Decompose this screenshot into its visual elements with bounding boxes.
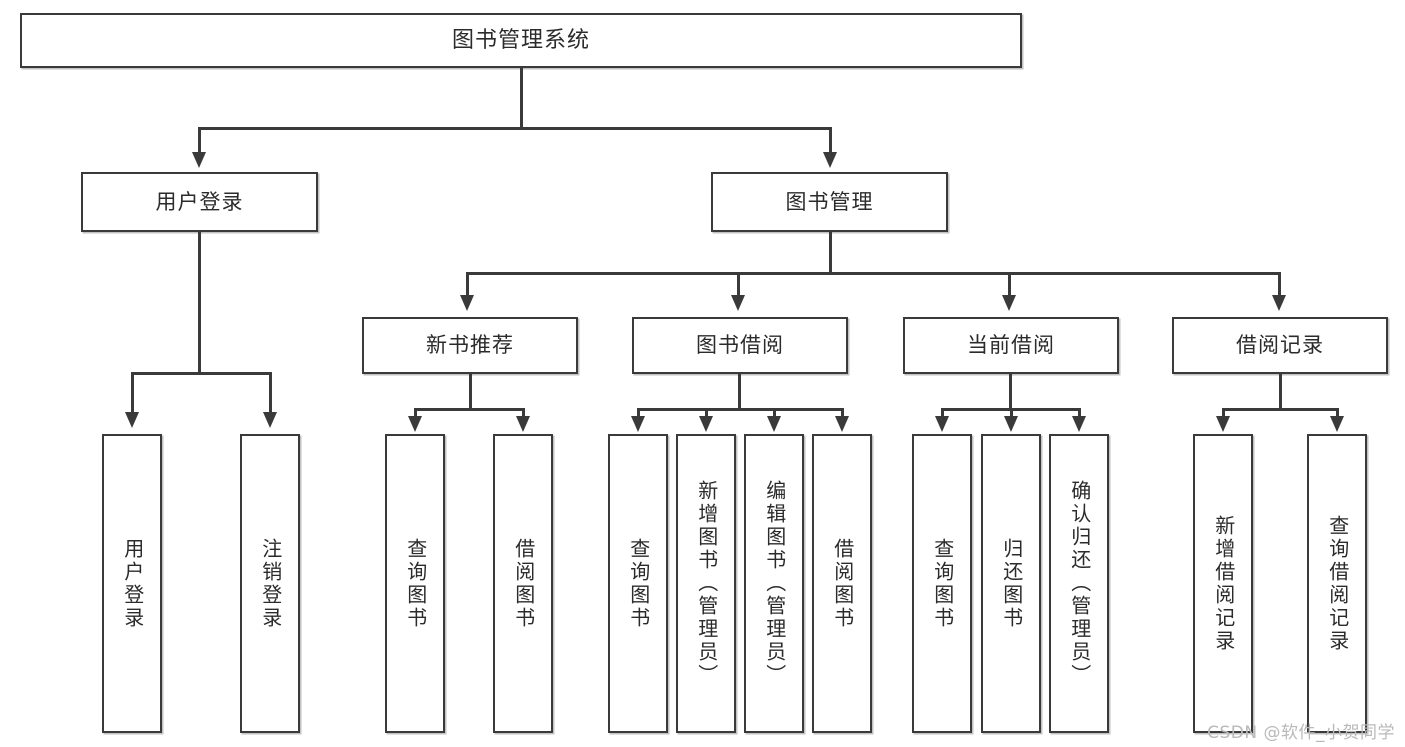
node-label: 查询图书	[403, 537, 428, 630]
node-label: 用户登录	[120, 537, 145, 630]
node-label: 注销登录	[258, 537, 283, 630]
arrowhead-book-borrow	[731, 295, 745, 311]
arrowhead-borrow-record-leaf-2	[1330, 416, 1344, 432]
leaf-new-book-query[interactable]: 查询图书	[385, 434, 445, 733]
arrowhead-current-borrow-leaf-1	[935, 416, 949, 432]
connector-root-to-book-manage	[829, 127, 832, 154]
leaf-book-borrow-edit[interactable]: 编辑图书（管理员）	[744, 434, 804, 733]
leaf-user-login-login[interactable]: 用户登录	[102, 434, 162, 733]
connector-book-borrow-drop-2	[705, 408, 708, 420]
arrowhead-current-borrow	[1002, 295, 1016, 311]
node-book-manage[interactable]: 图书管理	[711, 172, 948, 232]
leaf-current-borrow-return[interactable]: 归还图书	[981, 434, 1041, 733]
connector-current-borrow-drop-2	[1010, 408, 1013, 420]
connector-to-book-borrow	[737, 272, 740, 297]
arrowhead-book-borrow-leaf-1	[631, 416, 645, 432]
node-label: 借阅图书	[511, 537, 536, 630]
connector-new-book-drop-1	[414, 408, 417, 420]
connector-current-borrow-stem	[1009, 374, 1012, 408]
leaf-borrow-record-add[interactable]: 新增借阅记录	[1193, 434, 1253, 733]
csdn-watermark: CSDN @软件_小贺同学	[1207, 723, 1395, 743]
arrowhead-borrow-record	[1272, 295, 1286, 311]
node-user-login[interactable]: 用户登录	[81, 172, 318, 232]
connector-book-manage-bus	[466, 272, 1280, 275]
node-book-borrow[interactable]: 图书借阅	[632, 317, 848, 374]
leaf-book-borrow-query[interactable]: 查询图书	[608, 434, 668, 733]
arrowhead-current-borrow-leaf-2	[1004, 416, 1018, 432]
arrowhead-new-book-leaf-2	[516, 416, 530, 432]
arrowhead-current-borrow-leaf-3	[1072, 416, 1086, 432]
connector-book-manage-stem	[829, 232, 832, 272]
node-root-system[interactable]: 图书管理系统	[20, 13, 1022, 68]
node-borrow-record[interactable]: 借阅记录	[1172, 317, 1388, 374]
connector-root-bus	[198, 127, 832, 130]
connector-user-login-stem	[198, 232, 201, 372]
connector-current-borrow-drop-1	[941, 408, 944, 420]
arrowhead-new-book	[460, 295, 474, 311]
node-label: 查询借阅记录	[1325, 514, 1350, 653]
node-label: 确认归还（管理员）	[1067, 480, 1092, 687]
node-label: 新增图书（管理员）	[694, 480, 719, 687]
node-label: 图书管理	[785, 189, 874, 214]
connector-new-book-drop-2	[522, 408, 525, 420]
node-label: 查询图书	[626, 537, 651, 630]
node-label: 借阅记录	[1236, 333, 1324, 358]
arrowhead-book-manage	[823, 152, 837, 168]
node-label: 新书推荐	[426, 333, 514, 358]
arrowhead-new-book-leaf-1	[408, 416, 422, 432]
connector-root-to-user-login	[198, 127, 201, 154]
arrowhead-leaf-user-login-1	[125, 412, 139, 428]
leaf-user-login-logout[interactable]: 注销登录	[240, 434, 300, 733]
node-label: 查询图书	[930, 537, 955, 630]
arrowhead-user-login	[192, 152, 206, 168]
connector-user-login-drop-1	[131, 372, 134, 414]
leaf-current-borrow-confirm[interactable]: 确认归还（管理员）	[1049, 434, 1109, 733]
connector-new-book-bus	[414, 408, 524, 411]
leaf-borrow-record-query[interactable]: 查询借阅记录	[1307, 434, 1367, 733]
connector-borrow-record-drop-1	[1222, 408, 1225, 420]
connector-user-login-bus	[131, 372, 269, 375]
node-label: 用户登录	[155, 189, 244, 214]
leaf-book-borrow-lend[interactable]: 借阅图书	[812, 434, 872, 733]
connector-book-borrow-drop-3	[773, 408, 776, 420]
connector-root-stem	[520, 68, 523, 127]
leaf-new-book-borrow[interactable]: 借阅图书	[493, 434, 553, 733]
connector-to-borrow-record	[1278, 272, 1281, 297]
connector-borrow-record-stem	[1279, 374, 1282, 408]
arrowhead-leaf-user-login-2	[263, 412, 277, 428]
node-new-book-recommend[interactable]: 新书推荐	[362, 317, 578, 374]
node-label: 借阅图书	[830, 537, 855, 630]
node-label: 新增借阅记录	[1211, 514, 1236, 653]
connector-borrow-record-bus	[1222, 408, 1338, 411]
node-current-borrow[interactable]: 当前借阅	[903, 317, 1119, 374]
arrowhead-book-borrow-leaf-2	[699, 416, 713, 432]
connector-to-current-borrow	[1008, 272, 1011, 297]
node-label: 归还图书	[999, 537, 1024, 630]
leaf-book-borrow-add[interactable]: 新增图书（管理员）	[676, 434, 736, 733]
connector-book-borrow-bus	[637, 408, 843, 411]
connector-book-borrow-drop-4	[841, 408, 844, 420]
node-label: 图书借阅	[696, 333, 784, 358]
node-label: 编辑图书（管理员）	[762, 480, 787, 687]
connector-current-borrow-drop-3	[1078, 408, 1081, 420]
connector-new-book-stem	[469, 374, 472, 408]
arrowhead-book-borrow-leaf-3	[767, 416, 781, 432]
connector-user-login-drop-2	[269, 372, 272, 414]
node-label: 图书管理系统	[451, 27, 590, 53]
connector-borrow-record-drop-2	[1336, 408, 1339, 420]
node-label: 当前借阅	[967, 333, 1055, 358]
connector-book-borrow-stem	[738, 374, 741, 408]
connector-to-new-book	[466, 272, 469, 297]
arrowhead-borrow-record-leaf-1	[1216, 416, 1230, 432]
arrowhead-book-borrow-leaf-4	[835, 416, 849, 432]
leaf-current-borrow-query[interactable]: 查询图书	[912, 434, 972, 733]
connector-book-borrow-drop-1	[637, 408, 640, 420]
